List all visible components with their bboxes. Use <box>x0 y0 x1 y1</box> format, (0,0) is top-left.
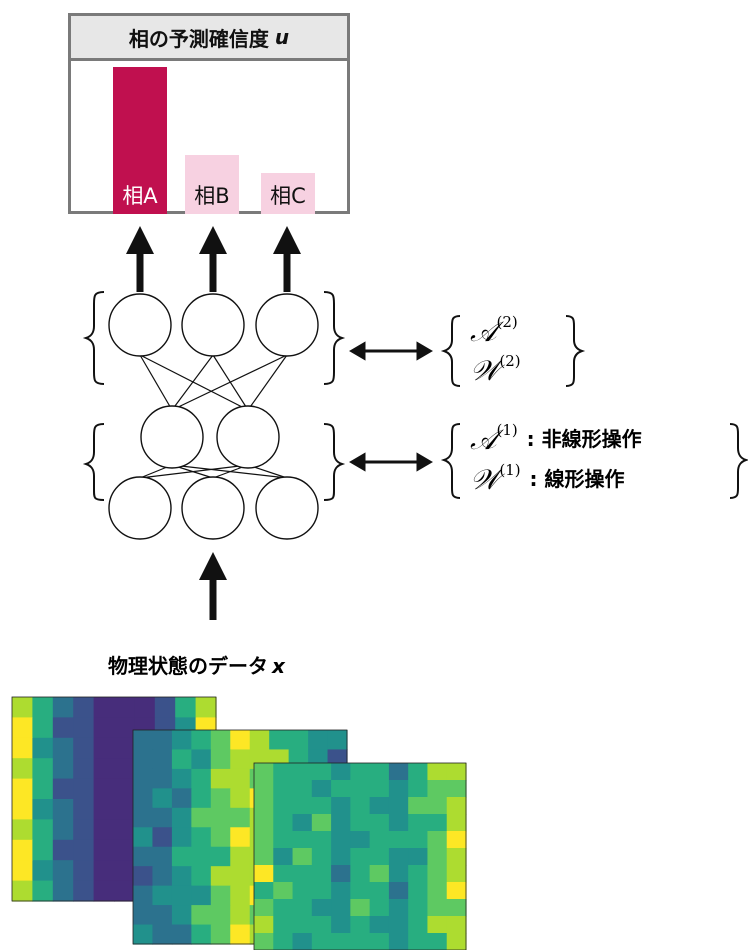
brace-eq1-right <box>729 423 748 499</box>
prediction-variable: u <box>274 25 290 49</box>
layer1-activation: 𝒜(1) : 非線形操作 <box>470 421 642 457</box>
node-middle-2 <box>216 405 280 469</box>
phase-label-3: 相C <box>270 184 306 208</box>
mapping-arrows <box>349 341 433 472</box>
prediction-panel: 相の予測確信度 u 相A 相B 相C <box>68 13 350 214</box>
network-nodes <box>108 293 319 540</box>
confidence-bar-1 <box>113 67 167 214</box>
layer2-activation: 𝒜(2) <box>470 313 518 349</box>
brace-layer1-left <box>82 423 105 501</box>
layer2-A-symbol: 𝒜 <box>470 315 497 348</box>
prediction-title-text: 相の予測確信度 <box>128 26 269 51</box>
layer1-weights: 𝒲(1) : 線形操作 <box>470 461 624 497</box>
layer2-A-sup: (2) <box>496 313 518 331</box>
brace-layer2-left <box>82 291 105 385</box>
layer2-weights: 𝒲(2) <box>470 352 521 388</box>
brace-eq2-right <box>565 315 586 387</box>
layer1-A-description: : 非線形操作 <box>526 427 642 451</box>
phase-label-1: 相A <box>122 184 158 208</box>
node-middle-1 <box>140 405 204 469</box>
layer1-A-sup: (1) <box>496 421 518 439</box>
brace-layer2-right <box>323 291 346 385</box>
layer2-W-symbol: 𝒲 <box>470 354 500 387</box>
heatmap-front <box>253 762 467 950</box>
layer1-W-symbol: 𝒲 <box>470 463 500 496</box>
layer1-A-symbol: 𝒜 <box>470 423 497 456</box>
network-connections <box>139 354 288 479</box>
input-heatmaps <box>11 696 467 950</box>
output-arrows <box>126 226 301 292</box>
brace-eq2-left <box>440 315 461 387</box>
confidence-bar-3 <box>261 173 315 214</box>
layer-braces <box>82 291 748 501</box>
layer1-W-description: : 線形操作 <box>529 467 625 491</box>
confidence-bar-2 <box>185 155 239 214</box>
input-title: 物理状態のデータ <box>108 654 268 678</box>
layer2-W-sup: (2) <box>499 352 521 370</box>
node-top-3 <box>255 293 319 357</box>
node-top-1 <box>108 293 172 357</box>
brace-eq1-left <box>440 423 461 499</box>
prediction-title: 相の予測確信度 u <box>71 16 347 61</box>
brace-layer1-right <box>323 423 346 501</box>
phase-label-2: 相B <box>194 184 230 208</box>
layer1-W-sup: (1) <box>499 461 521 479</box>
node-top-2 <box>181 293 245 357</box>
input-variable: x <box>272 654 285 678</box>
node-bottom-3 <box>255 476 319 540</box>
node-bottom-2 <box>181 476 245 540</box>
node-bottom-1 <box>108 476 172 540</box>
